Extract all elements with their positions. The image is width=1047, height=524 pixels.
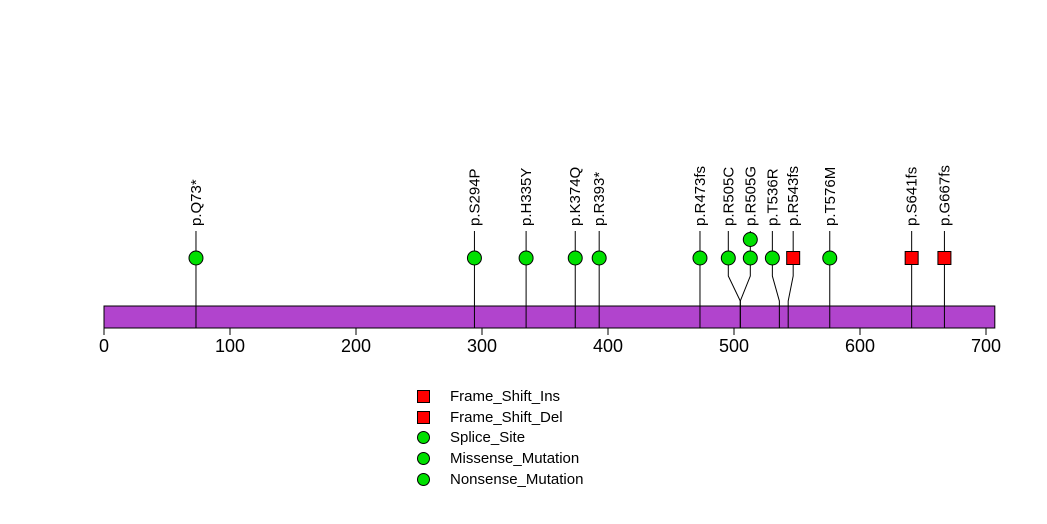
legend-row: Frame_Shift_Ins <box>417 386 583 407</box>
legend-label: Splice_Site <box>450 429 526 447</box>
mutation-label: p.R543fs <box>785 166 802 226</box>
mutation-label: p.T536R <box>764 168 781 226</box>
mutation-marker-circle <box>822 250 838 266</box>
missense-marker-icon <box>417 451 430 465</box>
mutation-marker-circle <box>518 250 534 266</box>
axis-tick-label: 100 <box>215 336 245 356</box>
axis-tick-label: 200 <box>341 336 371 356</box>
splice-site-marker-icon <box>417 431 430 445</box>
mutation-marker-circle <box>567 250 583 266</box>
mutation-label: p.R393* <box>591 172 608 226</box>
mutation-marker-circle <box>742 232 758 247</box>
mutation-label: p.S641fs <box>904 167 921 226</box>
mutation-label: p.R505C <box>720 167 737 226</box>
legend-row: Missense_Mutation <box>417 448 583 469</box>
frameshift-ins-marker-icon <box>417 389 430 403</box>
mutation-marker-circle <box>720 250 736 266</box>
axis-tick-label: 0 <box>99 336 109 356</box>
mutation-label: p.R473fs <box>692 166 709 226</box>
legend: Frame_Shift_Ins Frame_Shift_Del Splice_S… <box>417 386 583 489</box>
mutation-label: p.S294P <box>466 168 483 226</box>
axis-tick-label: 500 <box>719 336 749 356</box>
mutation-marker-circle <box>764 250 780 266</box>
legend-label: Nonsense_Mutation <box>450 470 584 488</box>
mutation-marker-circle <box>692 250 708 266</box>
mutation-marker-circle <box>591 250 607 266</box>
legend-label: Frame_Shift_Ins <box>450 387 561 405</box>
legend-row: Frame_Shift_Del <box>417 407 583 428</box>
mutation-label: p.T576M <box>822 167 839 226</box>
mutation-marker-square <box>786 251 801 265</box>
legend-label: Missense_Mutation <box>450 449 580 467</box>
mutation-label: p.K374Q <box>567 167 584 226</box>
mutation-label: p.H335Y <box>518 168 535 226</box>
mutation-label: p.G667fs <box>936 165 953 226</box>
mutation-label: p.R505G <box>742 166 759 226</box>
mutation-marker-square <box>937 251 952 265</box>
legend-label: Frame_Shift_Del <box>450 408 563 426</box>
mutation-marker-circle <box>466 250 482 266</box>
axis-tick-label: 400 <box>593 336 623 356</box>
mutation-marker-square <box>904 251 919 265</box>
mutation-label: p.Q73* <box>188 179 205 226</box>
frameshift-del-marker-icon <box>417 410 430 424</box>
axis-tick-label: 300 <box>467 336 497 356</box>
legend-row: Splice_Site <box>417 427 583 448</box>
mutation-marker-circle <box>188 250 204 266</box>
axis-tick-label: 700 <box>971 336 1001 356</box>
nonsense-marker-icon <box>417 472 430 486</box>
axis-tick-label: 600 <box>845 336 875 356</box>
mutation-marker-circle <box>742 250 758 266</box>
protein-backbone-bar <box>103 305 996 329</box>
legend-row: Nonsense_Mutation <box>417 469 583 490</box>
